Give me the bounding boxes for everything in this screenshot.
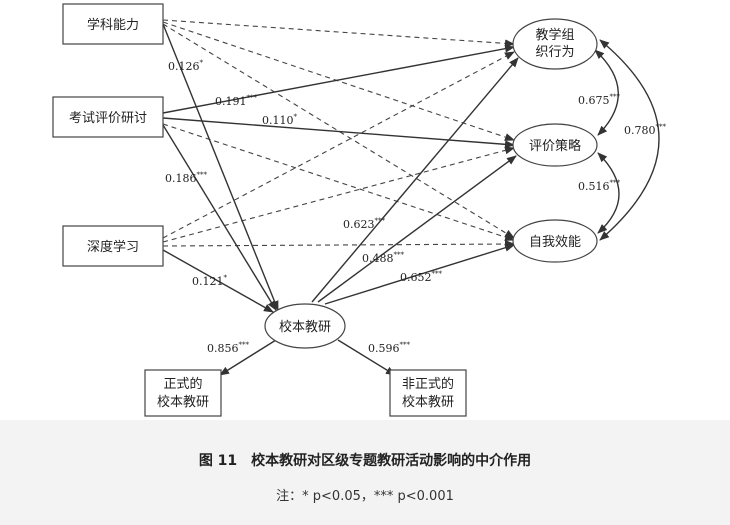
coef-exam-teaching: 0.191*** [215, 94, 258, 108]
node-deep-learning: 深度学习 [62, 225, 164, 267]
path-school-to-formal [219, 339, 277, 376]
coef-school-teaching: 0.623*** [343, 217, 386, 231]
path-school-to-informal [337, 339, 396, 376]
dashed-paths [162, 19, 515, 249]
svg-text:校本教研: 校本教研 [402, 394, 454, 410]
path-school-to-eval [317, 155, 517, 303]
svg-text:织行为: 织行为 [535, 45, 574, 60]
path-deep-to-school [162, 249, 274, 313]
node-eval-strategy: 评价策略 [512, 123, 598, 167]
corr-teaching-self [599, 39, 660, 241]
caption-area: 图 11 校本教研对区级专题教研活动影响的中介作用 注：* p<0.05，***… [0, 420, 730, 525]
coef-school-eval: 0.488*** [362, 251, 405, 265]
figure-caption: 图 11 校本教研对区级专题教研活动影响的中介作用 [198, 453, 532, 469]
svg-text:正式的: 正式的 [163, 376, 202, 392]
path-school-to-self [324, 243, 515, 305]
coef-deep-school: 0.121* [192, 274, 228, 288]
node-self-efficacy: 自我效能 [512, 219, 598, 263]
coef-school-informal: 0.596*** [368, 341, 411, 355]
path-deep-to-teaching [162, 51, 515, 239]
node-formal-research: 正式的 校本教研 [144, 369, 222, 417]
coef-exam-school: 0.186*** [165, 171, 208, 185]
path-coefficients: 0.126* 0.191*** 0.110* 0.186*** 0.121* 0… [165, 59, 667, 355]
path-deep-to-self [162, 240, 515, 249]
corr-eval-self [597, 152, 620, 234]
path-exam-to-self [162, 123, 515, 241]
figure-note: 注：* p<0.05，*** p<0.001 [276, 489, 454, 504]
solid-paths [162, 23, 519, 376]
coef-exam-eval: 0.110* [262, 113, 298, 127]
coef-subject-school: 0.126* [168, 59, 204, 73]
svg-text:校本教研: 校本教研 [157, 394, 209, 410]
coef-school-formal: 0.856*** [207, 341, 250, 355]
coef-school-self: 0.652*** [400, 270, 443, 284]
path-exam-to-school [162, 124, 277, 311]
svg-text:深度学习: 深度学习 [87, 239, 139, 255]
node-exam-eval-research: 考试评价研讨 [52, 96, 164, 138]
coef-teaching-eval: 0.675*** [578, 93, 621, 107]
svg-text:非正式的: 非正式的 [402, 376, 454, 392]
path-deep-to-eval [162, 146, 515, 243]
path-subject-to-self [162, 23, 515, 239]
path-subject-to-eval [162, 21, 515, 141]
path-subject-to-teaching [162, 19, 515, 48]
node-informal-research: 非正式的 校本教研 [389, 369, 467, 417]
path-school-to-teaching [311, 57, 519, 303]
node-teaching-org: 教学组 织行为 [512, 18, 598, 70]
svg-text:校本教研: 校本教研 [279, 319, 331, 335]
path-exam-to-teaching [162, 44, 515, 114]
svg-text:教学组: 教学组 [535, 27, 574, 43]
node-subject-ability: 学科能力 [62, 3, 164, 45]
node-school-research: 校本教研 [264, 303, 346, 349]
svg-text:学科能力: 学科能力 [87, 17, 139, 33]
correlation-arcs [594, 39, 660, 241]
path-exam-to-eval [162, 117, 515, 149]
svg-text:考试评价研讨: 考试评价研讨 [69, 111, 147, 126]
coef-teaching-self: 0.780*** [624, 123, 667, 137]
coef-eval-self: 0.516*** [578, 179, 621, 193]
path-subject-to-school [162, 23, 279, 311]
svg-text:评价策略: 评价策略 [529, 138, 581, 154]
mediation-diagram: 学科能力 考试评价研讨 深度学习 校本教研 正式的 校本教研 非正式的 校本教研 [52, 3, 667, 417]
svg-text:自我效能: 自我效能 [529, 235, 581, 250]
